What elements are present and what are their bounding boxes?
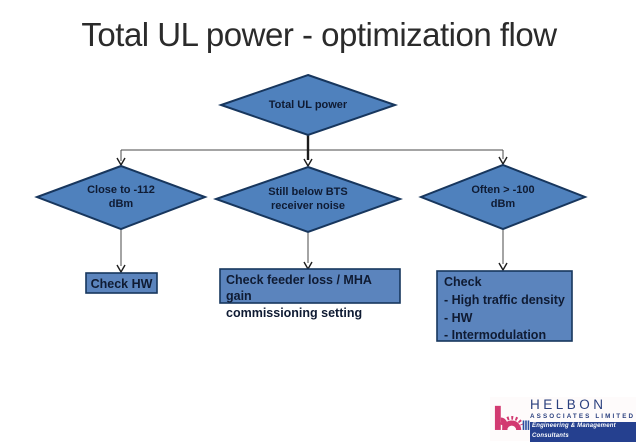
arrowhead-left-action (116, 264, 126, 274)
label-condition-often-gt-100: Often > -100 dBm (471, 184, 535, 211)
action-box-check-feeder (219, 268, 401, 304)
logo-text-block: HELBON ASSOCIATES LIMITED Engineering & … (530, 395, 636, 442)
helbon-gear-icon (494, 405, 530, 430)
connector-lines (120, 149, 504, 266)
decision-diamond-below-bts-noise (212, 165, 404, 234)
label-condition-close-to-112: Close to -112 dBm (87, 184, 155, 211)
company-logo: HELBON ASSOCIATES LIMITED Engineering & … (490, 395, 636, 442)
decision-diamond-close-to-112 (34, 164, 208, 231)
arrowhead-mid-action (303, 261, 313, 271)
label-root-decision: Total UL power (268, 99, 348, 111)
action-shapes (85, 268, 573, 342)
decision-shapes (34, 73, 588, 234)
label-action-check-list: Check - High traffic density - HW - Inte… (444, 275, 565, 343)
arrowhead-mid-diamond (303, 158, 313, 168)
slide-title: Total UL power - optimization flow (81, 16, 557, 53)
action-box-check-hw (85, 272, 158, 294)
label-action-check-feeder: Check feeder loss / MHA gain commissioni… (226, 273, 372, 320)
logo-company-name: HELBON (530, 397, 607, 413)
decision-diamond-root (217, 73, 399, 137)
logo-tagline: Engineering & Management Consultants (530, 422, 636, 442)
decision-diamond-often-gt-100 (418, 163, 588, 231)
arrowhead-right-action (498, 262, 508, 272)
label-action-check-hw: Check HW (90, 277, 153, 291)
action-box-check-list (436, 270, 573, 342)
logo-company-subtitle: ASSOCIATES LIMITED (530, 412, 636, 420)
label-condition-below-bts-noise: Still below BTS receiver noise (268, 186, 348, 213)
